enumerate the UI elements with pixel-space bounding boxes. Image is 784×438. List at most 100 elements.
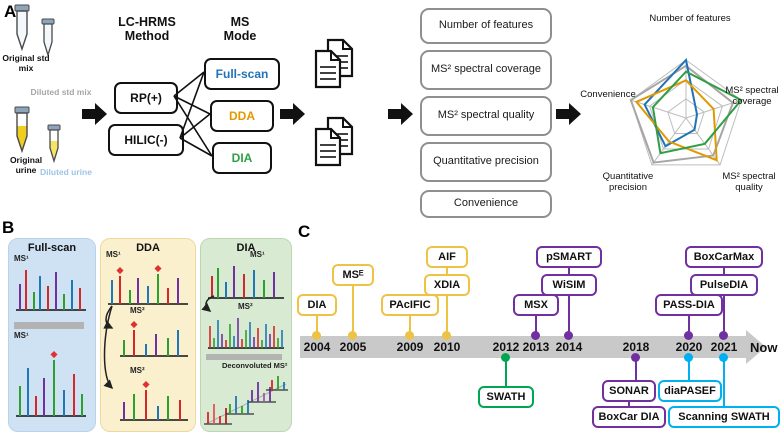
timeline-dot-2018 <box>631 353 640 362</box>
ms2-label: MS² <box>130 366 145 375</box>
stem <box>446 268 448 274</box>
event-diapasef: diaPASEF <box>658 380 722 402</box>
event-scanning-swath: Scanning SWATH <box>668 406 780 428</box>
event-label: pSMART <box>546 251 592 263</box>
stem <box>635 358 637 380</box>
radar-label-precision: Quantitative precision <box>602 171 654 193</box>
timeline-dot-2020-top <box>684 331 693 340</box>
dda-mode-box: DDA <box>210 100 274 132</box>
event-swath: SWATH <box>478 386 534 408</box>
ms1-spectrum <box>108 265 188 305</box>
stem <box>688 316 690 336</box>
timeline-dot-2021-bottom <box>719 353 728 362</box>
year-2021: 2021 <box>710 340 738 354</box>
timeline-dot-2020-bottom <box>684 353 693 362</box>
ms1-label: MS¹ <box>250 250 265 259</box>
tube-diluted-std-icon <box>41 18 55 58</box>
event-label: AIF <box>438 251 456 263</box>
stem <box>409 316 411 336</box>
ms1-spectrum <box>16 351 86 417</box>
year-2012: 2012 <box>492 340 520 354</box>
stem <box>723 296 725 336</box>
event-boxcar-dia: BoxCar DIA <box>592 406 666 428</box>
event-aif: AIF <box>426 246 468 268</box>
event-boxcarmax: BoxCarMax <box>685 246 763 268</box>
event-psmart: pSMART <box>536 246 602 268</box>
stem <box>535 316 537 336</box>
criterion-label: Quantitative precision <box>433 155 539 168</box>
ms2-spectrum <box>120 321 188 357</box>
fullscan-label: Full-scan <box>215 67 269 81</box>
rp-label: RP(+) <box>130 91 162 105</box>
ms1-label: MS¹ <box>14 331 29 340</box>
event-label: PulseDIA <box>699 279 749 291</box>
criterion-label: MS² spectral coverage <box>430 63 542 76</box>
lchrms-heading-line2: Method <box>124 29 170 43</box>
year-2009: 2009 <box>396 340 424 354</box>
event-label: XDIA <box>433 279 461 291</box>
criterion-box-coverage: MS² spectral coverage <box>420 50 552 90</box>
sample-label-diluted-urine: Diluted urine <box>40 167 92 177</box>
ms1-label: MS¹ <box>106 250 121 259</box>
ms1-label: MS¹ <box>14 254 29 263</box>
criterion-label: Number of features <box>438 19 534 32</box>
event-label: PASS-DIA <box>663 299 715 311</box>
radar-label-quality: MS² spectral quality <box>722 171 776 193</box>
stem <box>568 268 570 274</box>
flow-arrow-icon <box>556 103 581 125</box>
tube-original-std-icon <box>14 4 30 52</box>
timeline-now-label: Now <box>750 340 778 355</box>
method-mode-connectors <box>173 71 213 157</box>
stem <box>352 286 354 336</box>
tube-diluted-urine-icon <box>47 124 61 164</box>
event-label: BoxCar DIA <box>598 411 660 423</box>
timeline-dot-2014 <box>564 331 573 340</box>
event-msx: MSX <box>513 294 559 316</box>
documents-icon <box>314 116 354 167</box>
msmode-heading-line2: Mode <box>223 29 257 43</box>
event-xdia: XDIA <box>424 274 470 296</box>
timeline-dot-2021-top <box>719 331 728 340</box>
event-label: SWATH <box>486 391 526 403</box>
event-sonar: SONAR <box>602 380 656 402</box>
flow-arrow-icon <box>82 103 107 125</box>
tube-original-urine-icon <box>14 106 30 154</box>
event-label: SONAR <box>609 385 649 397</box>
event-pacific: PAcIFIC <box>381 294 439 316</box>
documents-icon <box>314 38 354 89</box>
dda-panel-title: DDA <box>136 242 160 254</box>
dda-panel <box>100 238 196 432</box>
event-wisim: WiSIM <box>541 274 597 296</box>
precursor-diamond <box>50 351 58 359</box>
timeline-dot-2009 <box>405 331 414 340</box>
sample-label-diluted-std: Diluted std mix <box>30 87 92 97</box>
deconvoluted-ms2-spectra <box>204 376 288 425</box>
ms2-label: MS² <box>238 302 253 311</box>
criterion-box-convenience: Convenience <box>420 190 552 218</box>
event-pulsedia: PulseDIA <box>690 274 758 296</box>
ms2-spectrum <box>120 381 188 421</box>
stem <box>628 402 630 406</box>
event-label: MSX <box>524 299 548 311</box>
event-label: PAcIFIC <box>389 299 431 311</box>
year-2004: 2004 <box>303 340 331 354</box>
event-label: BoxCarMax <box>693 251 755 263</box>
year-2010: 2010 <box>433 340 461 354</box>
stem <box>446 296 448 336</box>
event-label: Scanning SWATH <box>678 411 770 423</box>
event-mse: MSᴱ <box>332 264 374 286</box>
event-label: DIA <box>307 299 327 311</box>
criterion-label: MS² spectral quality <box>437 109 535 122</box>
lchrms-heading-line1: LC-HRMS <box>118 15 176 29</box>
separator-bar <box>14 322 84 329</box>
event-pass-dia: PASS-DIA <box>655 294 723 316</box>
stem <box>688 358 690 380</box>
event-label: diaPASEF <box>664 385 716 397</box>
radar-label-convenience: Convenience <box>580 89 636 100</box>
dda-label: DDA <box>229 109 255 123</box>
event-label: WiSIM <box>552 279 586 291</box>
msmode-heading-line1: MS <box>230 15 250 29</box>
timeline-dot-2012 <box>501 353 510 362</box>
criterion-label: Convenience <box>453 197 519 210</box>
